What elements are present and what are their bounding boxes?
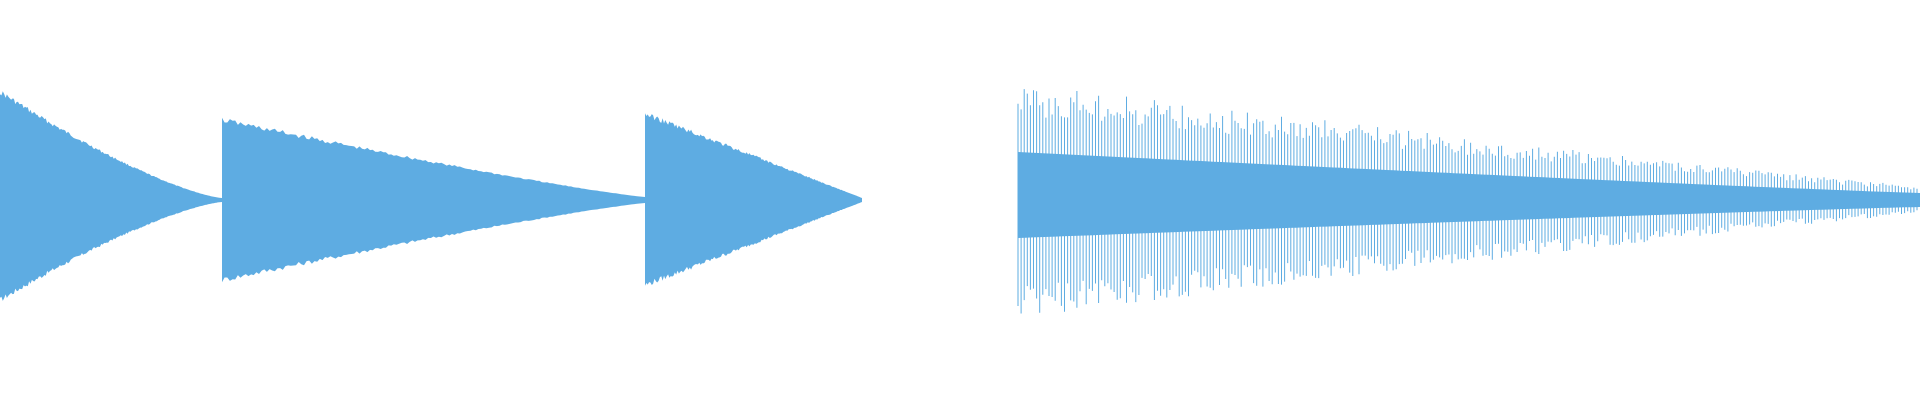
waveform-clip-1[interactable] bbox=[0, 91, 222, 301]
waveform-clip-3[interactable] bbox=[645, 113, 862, 286]
waveform-clip-4[interactable] bbox=[1017, 89, 1920, 314]
waveform-clips bbox=[0, 89, 1920, 314]
waveform-clip-4-core bbox=[1018, 152, 1920, 238]
waveform-clip-2[interactable] bbox=[222, 117, 645, 283]
waveform-clip-4-cycles bbox=[1017, 89, 1918, 314]
